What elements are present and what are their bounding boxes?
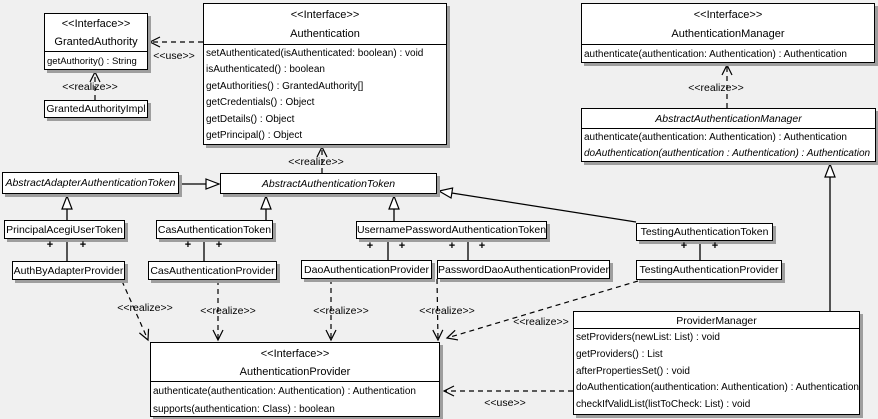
association-plus: + [46,239,54,251]
class-header: <<Interface>> GrantedAuthority [45,14,147,52]
class-abstract-authentication-token[interactable]: AbstractAuthenticationToken [220,173,437,194]
method: getAuthority() : String [47,56,137,67]
method: checkIfValidList(listToCheck: List) : vo… [576,399,751,411]
class-name: AbstractAdapterAuthenticationToken [5,177,176,189]
association-plus: + [398,240,406,252]
stereotype-label: <<Interface>> [260,348,330,360]
class-name: CasAuthenticationProvider [150,264,275,277]
realize-label: <<realize>> [688,82,744,94]
class-name: Authentication [290,28,360,40]
methods-compartment: authenticate(authentication: Authenticat… [151,382,439,416]
class-name: PasswordDaoAuthenticationProvider [438,263,610,276]
stereotype-label: <<Interface>> [290,9,360,21]
method: getCredentials() : Object [206,97,315,109]
class-header: ProviderManager [574,312,859,329]
association-plus: + [711,240,719,252]
class-testing-authentication-token[interactable]: TestingAuthenticationToken [636,223,773,241]
association-plus: + [184,239,192,251]
class-authentication[interactable]: <<Interface>> Authentication setAuthenti… [203,3,447,145]
class-provider-manager[interactable]: ProviderManager setProviders(newList: Li… [573,311,860,415]
method: getAuthorities() : GrantedAuthority[] [206,80,364,92]
class-name: TestingAuthenticationProvider [639,264,779,276]
class-name: AbstractAuthenticationToken [261,177,396,190]
edge-realize-testingprovider [445,280,639,341]
method: doAuthentication(authentication : Authen… [584,147,871,159]
method: authenticate(authentication: Authenticat… [584,132,847,143]
edge-realize-passworddaoprovider [432,278,444,342]
class-name: AuthenticationManager [671,28,785,40]
association-plus: + [366,240,374,252]
realize-label: <<realize>> [513,316,569,328]
class-granted-authority-impl[interactable]: GrantedAuthorityImpl [44,100,148,118]
class-name: PrincipalAcegiUserToken [6,223,123,236]
class-password-dao-authentication-provider[interactable]: PasswordDaoAuthenticationProvider [437,260,610,279]
class-name: DaoAuthenticationProvider [304,263,429,276]
class-name: UsernamePasswordAuthenticationToken [356,224,547,236]
methods-compartment: setProviders(newList: List) : void getPr… [574,329,859,414]
class-auth-by-adapter-provider[interactable]: AuthByAdapterProvider [12,261,125,280]
class-header: <<Interface>> Authentication [204,4,446,45]
realize-label: <<realize>> [117,302,173,314]
class-name: GrantedAuthority [54,35,138,48]
association-plus: + [478,240,486,252]
association-plus: + [680,240,688,252]
method: setAuthenticated(isAuthenticated: boolea… [206,48,424,59]
class-authentication-provider[interactable]: <<Interface>> AuthenticationProvider aut… [150,342,440,417]
realize-label: <<realize>> [419,305,475,317]
method: getProviders() : List [576,348,663,360]
class-abstract-adapter-authentication-token[interactable]: AbstractAdapterAuthenticationToken [2,172,179,194]
class-granted-authority[interactable]: <<Interface>> GrantedAuthority getAuthor… [44,13,148,70]
class-name: AuthenticationProvider [239,366,351,378]
method: authenticate(authentication: Authenticat… [153,386,416,397]
realize-label: <<realize>> [62,81,118,93]
stereotype-label: <<Interface>> [693,9,763,21]
class-cas-authentication-provider[interactable]: CasAuthenticationProvider [148,261,277,280]
methods-compartment: setAuthenticated(isAuthenticated: boolea… [204,45,446,144]
realize-label: <<realize>> [200,305,256,317]
method: authenticate(authentication: Authenticat… [584,49,847,60]
methods-compartment: authenticate(authentication: Authenticat… [582,129,875,161]
class-name: GrantedAuthorityImpl [46,103,146,115]
class-name: TestingAuthenticationToken [640,226,769,238]
edge-generalization-testingtoken-abstracttoken [437,187,637,223]
method: getDetails() : Object [206,113,295,125]
class-authentication-manager[interactable]: <<Interface>> AuthenticationManager auth… [581,3,875,63]
class-principal-acegi-user-token[interactable]: PrincipalAcegiUserToken [4,220,125,239]
class-header: <<Interface>> AuthenticationManager [582,4,874,45]
class-name: AuthByAdapterProvider [13,264,124,277]
class-header: <<Interface>> AuthenticationProvider [151,343,439,382]
realize-label: <<realize>> [288,156,344,168]
class-name: CasAuthenticationToken [157,223,272,236]
class-name: AbstractAuthenticationManager [655,113,802,125]
edge-realize-authbyadapterprovider [121,280,150,342]
method: afterPropertiesSet() : void [576,365,690,377]
method: supports(authentication: Class) : boolea… [153,403,335,415]
class-cas-authentication-token[interactable]: CasAuthenticationToken [156,220,273,239]
method: isAuthenticated() : boolean [206,64,325,76]
association-plus: + [215,239,223,251]
use-label: <<use>> [484,397,526,409]
method: setProviders(newList: List) : void [576,332,720,343]
method: getPrincipal() : Object [206,130,303,142]
class-abstract-authentication-manager[interactable]: AbstractAuthenticationManager authentica… [581,108,876,162]
association-plus: + [448,240,456,252]
association-plus: + [79,239,87,251]
class-header: AbstractAuthenticationManager [582,109,875,129]
use-label: <<use>> [153,50,195,62]
methods-compartment: authenticate(authentication: Authenticat… [582,45,874,62]
class-dao-authentication-provider[interactable]: DaoAuthenticationProvider [301,260,432,279]
realize-label: <<realize>> [313,305,369,317]
class-username-password-authentication-token[interactable]: UsernamePasswordAuthenticationToken [356,221,547,239]
class-name: ProviderManager [676,315,757,327]
method: doAuthentication(authentication: Authent… [576,382,859,394]
class-testing-authentication-provider[interactable]: TestingAuthenticationProvider [636,260,782,280]
methods-compartment: getAuthority() : String [45,52,147,69]
stereotype-label: <<Interface>> [61,18,131,30]
